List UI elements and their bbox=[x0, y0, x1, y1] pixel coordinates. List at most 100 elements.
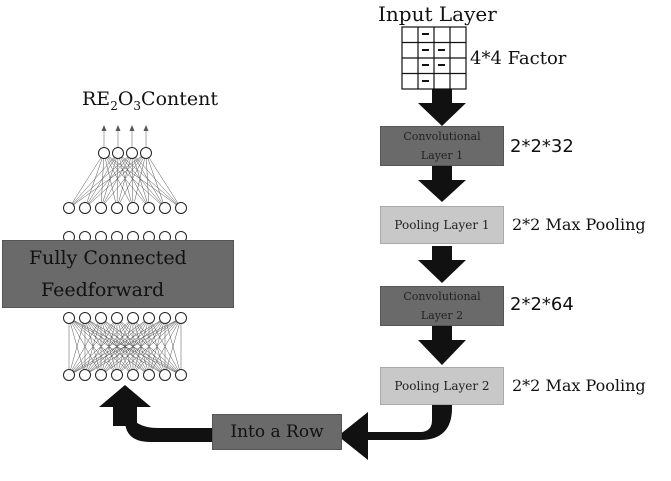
pooling-layer-2-label: Pooling Layer 2 bbox=[394, 379, 490, 393]
nn-connection bbox=[116, 317, 182, 376]
nn-neuron bbox=[127, 312, 139, 324]
nn-connection bbox=[131, 152, 166, 209]
nn-connection bbox=[68, 152, 105, 209]
conv-layer-1-line1: Convolutional bbox=[403, 130, 481, 143]
nn-connection bbox=[84, 152, 119, 209]
nn-connection bbox=[68, 317, 150, 376]
nn-neuron bbox=[159, 312, 171, 324]
nn-neuron bbox=[175, 369, 187, 381]
nn-connection bbox=[103, 152, 150, 209]
nn-neuron bbox=[111, 202, 123, 214]
nn-neuron bbox=[143, 202, 155, 214]
nn-neuron bbox=[175, 202, 187, 214]
nn-neuron bbox=[63, 202, 75, 214]
pooling-layer-1-box: Pooling Layer 1 bbox=[380, 206, 504, 244]
nn-connection bbox=[145, 152, 150, 209]
conv-layer-2-dims: 2*2*64 bbox=[510, 294, 574, 315]
nn-neuron bbox=[159, 202, 171, 214]
nn-connection bbox=[68, 152, 133, 209]
pooling-layer-1-dims: 2*2 Max Pooling bbox=[512, 215, 646, 234]
nn-connection bbox=[100, 152, 147, 209]
nn-connection bbox=[68, 317, 182, 376]
nn-neuron bbox=[95, 202, 107, 214]
nn-connection bbox=[68, 317, 166, 376]
nn-connection bbox=[148, 317, 182, 376]
down-arrow-2 bbox=[418, 166, 466, 202]
nn-neuron bbox=[175, 312, 187, 324]
nn-connection bbox=[68, 152, 119, 209]
nn-neuron bbox=[79, 202, 91, 214]
nn-output-arrowhead bbox=[115, 125, 121, 131]
nn-connection bbox=[145, 152, 182, 209]
down-arrow-1 bbox=[418, 89, 466, 126]
nn-connection bbox=[103, 152, 166, 209]
nn-neuron bbox=[111, 369, 123, 381]
nn-neuron bbox=[126, 147, 138, 159]
nn-connection bbox=[103, 152, 118, 209]
conv-layer-1-line2: Layer 1 bbox=[420, 149, 464, 162]
nn-connection bbox=[68, 317, 102, 376]
nn-connection bbox=[84, 152, 105, 209]
pooling-layer-1-label: Pooling Layer 1 bbox=[394, 218, 490, 232]
nn-neuron bbox=[79, 369, 91, 381]
pooling-layer-2-dims: 2*2 Max Pooling bbox=[512, 376, 646, 395]
fully-connected-box: Fully Connected Feedforward bbox=[2, 240, 234, 308]
nn-connection bbox=[131, 152, 150, 209]
nn-connection bbox=[145, 152, 166, 209]
output-label: RE2O3Content bbox=[82, 88, 218, 113]
nn-connection bbox=[117, 152, 182, 209]
input-layer-title: Input Layer bbox=[378, 2, 497, 26]
into-a-row-box: Into a Row bbox=[212, 414, 342, 450]
pooling-layer-2-box: Pooling Layer 2 bbox=[380, 367, 504, 405]
nn-connection bbox=[132, 152, 147, 209]
conv-layer-1-box: Convolutional Layer 1 bbox=[380, 126, 504, 166]
fully-connected-line1: Fully Connected bbox=[29, 247, 187, 269]
nn-neuron bbox=[111, 312, 123, 324]
nn-connection bbox=[103, 152, 182, 209]
nn-connection bbox=[164, 317, 182, 376]
nn-connection bbox=[68, 152, 147, 209]
nn-neuron bbox=[143, 312, 155, 324]
down-arrow-4 bbox=[418, 326, 466, 365]
nn-output-arrowhead bbox=[143, 125, 149, 131]
nn-connection bbox=[68, 317, 86, 376]
fully-connected-line2: Feedforward bbox=[41, 279, 165, 301]
input-grid-dots bbox=[422, 33, 445, 82]
nn-connection bbox=[84, 317, 182, 376]
input-grid bbox=[401, 26, 467, 90]
nn-neuron bbox=[98, 147, 110, 159]
nn-output-arrowhead bbox=[129, 125, 135, 131]
conv-layer-1-dims: 2*2*32 bbox=[510, 136, 574, 157]
nn-output-arrowhead bbox=[101, 125, 107, 131]
nn-connection bbox=[84, 152, 133, 209]
nn-neuron bbox=[63, 312, 75, 324]
nn-connection bbox=[131, 152, 134, 209]
nn-connection bbox=[131, 152, 182, 209]
nn-neuron bbox=[143, 369, 155, 381]
nn-neuron bbox=[140, 147, 152, 159]
output-label-sub1: 2 bbox=[110, 98, 118, 113]
nn-connection bbox=[116, 152, 119, 209]
nn-connection bbox=[116, 152, 147, 209]
output-label-content: Content bbox=[141, 88, 219, 110]
curve-arrow-head bbox=[338, 412, 368, 460]
nn-neuron bbox=[63, 369, 75, 381]
nn-connection bbox=[68, 317, 134, 376]
nn-neuron bbox=[95, 312, 107, 324]
nn-connection bbox=[103, 152, 134, 209]
down-arrow-3 bbox=[418, 246, 466, 283]
nn-neuron bbox=[112, 147, 124, 159]
output-label-o: O bbox=[117, 88, 134, 110]
nn-connection bbox=[100, 152, 105, 209]
conv-layer-2-line2: Layer 2 bbox=[420, 309, 464, 322]
output-label-sub2: 3 bbox=[133, 98, 142, 113]
nn-neuron bbox=[127, 369, 139, 381]
output-label-re: RE bbox=[82, 88, 111, 110]
input-factor-label: 4*4 Factor bbox=[470, 48, 567, 69]
curve-arrow-to-network bbox=[125, 395, 212, 442]
nn-connection bbox=[84, 152, 147, 209]
nn-connection bbox=[117, 152, 150, 209]
nn-neuron bbox=[159, 369, 171, 381]
nn-connection bbox=[132, 317, 182, 376]
nn-connection bbox=[117, 152, 134, 209]
